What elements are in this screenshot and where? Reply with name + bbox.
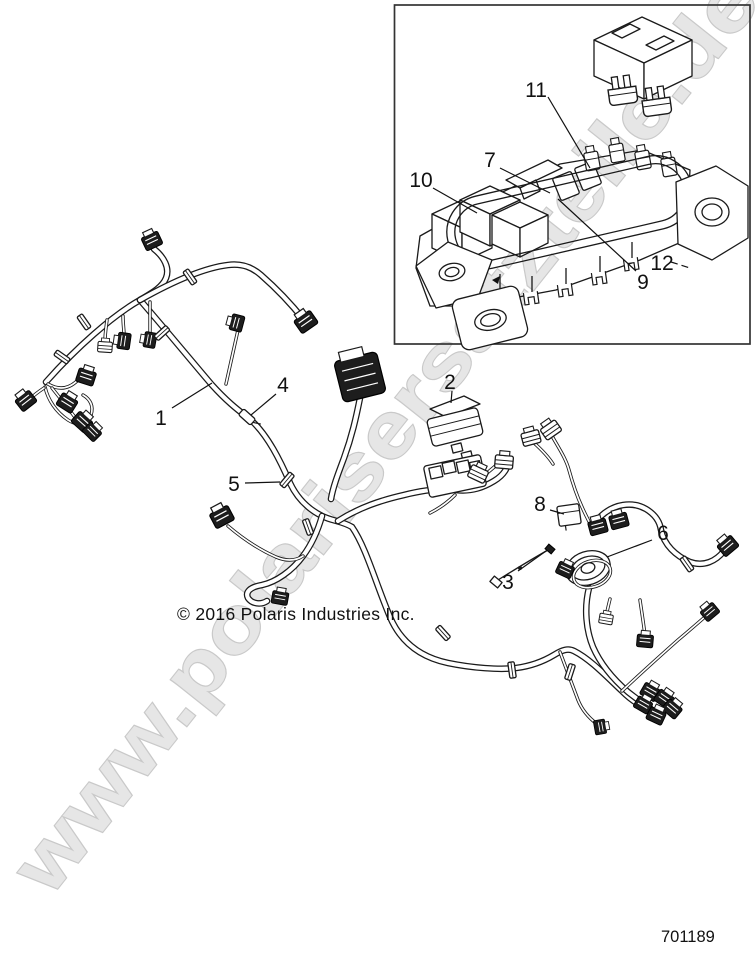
leader-line-3 [517, 550, 547, 572]
fusebox-cover [593, 16, 693, 100]
leader-line-1 [171, 382, 213, 409]
terminal-icon [489, 575, 503, 589]
connector-icon [585, 513, 610, 537]
leader-line-11 [547, 96, 591, 169]
leader-line-12 [670, 261, 691, 269]
wedge-mark [492, 276, 500, 284]
harness-drawing [28, 245, 728, 726]
leader-line-4 [250, 393, 277, 416]
clamp-icon [76, 312, 92, 332]
relay-plate [505, 159, 563, 189]
callout-label-5[interactable]: 5 [228, 473, 240, 496]
connector-icon [112, 331, 132, 351]
callout-label-1[interactable]: 1 [155, 407, 167, 430]
connector-icon [606, 507, 631, 531]
leader-line-8 [549, 509, 565, 515]
connector-icon [592, 717, 611, 736]
connector-icon [224, 312, 246, 333]
callout-label-4[interactable]: 4 [277, 374, 289, 397]
connector-icon [55, 387, 82, 415]
connector-icon [206, 499, 236, 530]
leader-line-7 [499, 167, 551, 194]
leader-line-2 [450, 390, 453, 404]
right-end-cap [675, 165, 749, 261]
clamp-icon [434, 624, 452, 642]
connector-icon [96, 337, 114, 354]
connector-icon [138, 330, 158, 350]
connector-icon [598, 609, 615, 626]
watermark-text: www.polarisersatzteile.de [0, 0, 755, 911]
callout-label-11[interactable]: 11 [525, 79, 547, 102]
leader-line-9 [557, 198, 637, 272]
callout-label-12[interactable]: 12 [650, 252, 673, 275]
callout-label-10[interactable]: 10 [409, 169, 432, 192]
copyright-text: © 2016 Polaris Industries Inc. [177, 604, 415, 624]
callout-label-8[interactable]: 8 [534, 493, 546, 516]
connector-icon [635, 629, 655, 649]
relay-box-icon [556, 503, 582, 531]
callout-labels: 1 2 3 4 5 6 7 8 9 10 11 12 [155, 79, 674, 594]
part-number: 701189 [661, 928, 715, 946]
connector-icon [74, 362, 99, 387]
connector-icon [138, 226, 164, 252]
relay-cubes [431, 159, 602, 263]
callout-label-2[interactable]: 2 [444, 371, 456, 394]
connector-icon [536, 415, 563, 442]
terminal-icon [544, 543, 556, 555]
leader-lines [171, 96, 691, 572]
harness-connectors [11, 226, 740, 736]
callout-label-3[interactable]: 3 [502, 571, 514, 594]
leader-line-10 [432, 187, 478, 214]
watermark: www.polarisersatzteile.de [0, 0, 755, 911]
leader-line-6 [606, 539, 653, 558]
connector-icon [493, 449, 515, 470]
leader-line-5 [244, 481, 281, 484]
left-bracket [415, 241, 529, 351]
callout-label-9[interactable]: 9 [637, 271, 649, 294]
inset-box-border [393, 4, 751, 345]
fusebox-inset [393, 4, 751, 351]
connector-icon [11, 385, 38, 413]
callout-label-7[interactable]: 7 [484, 149, 496, 172]
clamp-icon [507, 660, 517, 680]
callout-label-6[interactable]: 6 [657, 522, 669, 545]
connector-icon [518, 424, 543, 448]
large-connector-icon [334, 345, 386, 403]
ecm-module-assembly [423, 395, 487, 498]
